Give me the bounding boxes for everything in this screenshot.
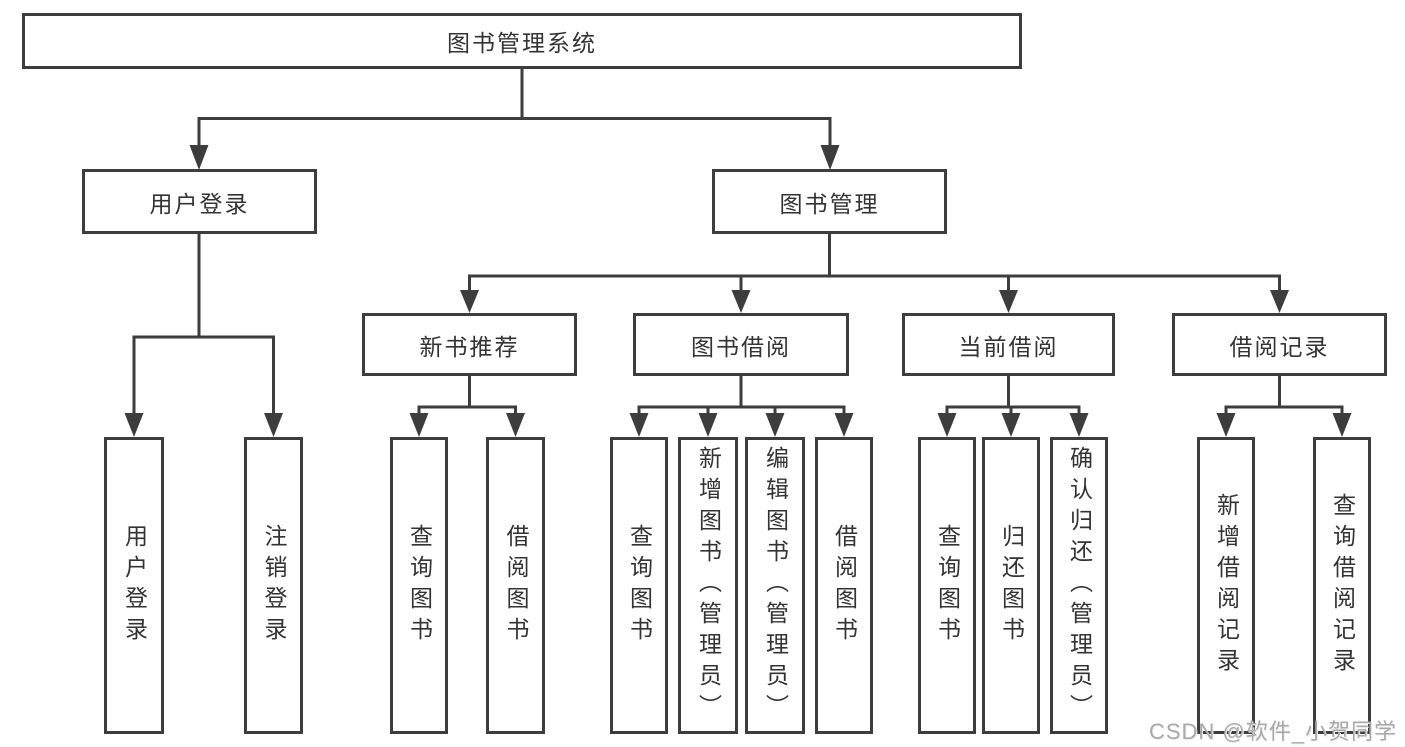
node-leaf-borrow-books: 借阅图书 <box>815 437 873 734</box>
node-branch-book-management: 图书管理 <box>712 169 947 234</box>
node-module-new-book-recommend: 新书推荐 <box>362 313 577 376</box>
node-leaf-return-book: 归还图书 <box>982 437 1040 734</box>
node-module-book-borrow: 图书借阅 <box>633 313 849 376</box>
csdn-watermark: CSDN @软件_小贺同学 <box>1148 719 1397 744</box>
node-leaf-add-book-admin: 新增图书（管理员） <box>678 437 738 734</box>
node-leaf-edit-book-admin: 编辑图书（管理员） <box>745 437 805 734</box>
node-system-root: 图书管理系统 <box>22 13 1022 69</box>
node-leaf-add-borrow-record: 新增借阅记录 <box>1197 437 1255 734</box>
node-module-borrow-records: 借阅记录 <box>1172 313 1387 376</box>
node-leaf-borrow-books-recommend: 借阅图书 <box>486 437 545 734</box>
node-leaf-query-books-borrow: 查询图书 <box>610 437 668 734</box>
node-leaf-logout: 注销登录 <box>244 437 303 734</box>
node-leaf-user-login: 用户登录 <box>104 437 164 734</box>
node-branch-user-login: 用户登录 <box>82 169 317 234</box>
node-module-current-borrow: 当前借阅 <box>902 313 1115 376</box>
node-leaf-query-borrow-record: 查询借阅记录 <box>1313 437 1371 734</box>
node-leaf-confirm-return-admin: 确认归还（管理员） <box>1050 437 1108 734</box>
node-leaf-query-books-current: 查询图书 <box>918 437 976 734</box>
node-leaf-query-books-recommend: 查询图书 <box>390 437 448 734</box>
